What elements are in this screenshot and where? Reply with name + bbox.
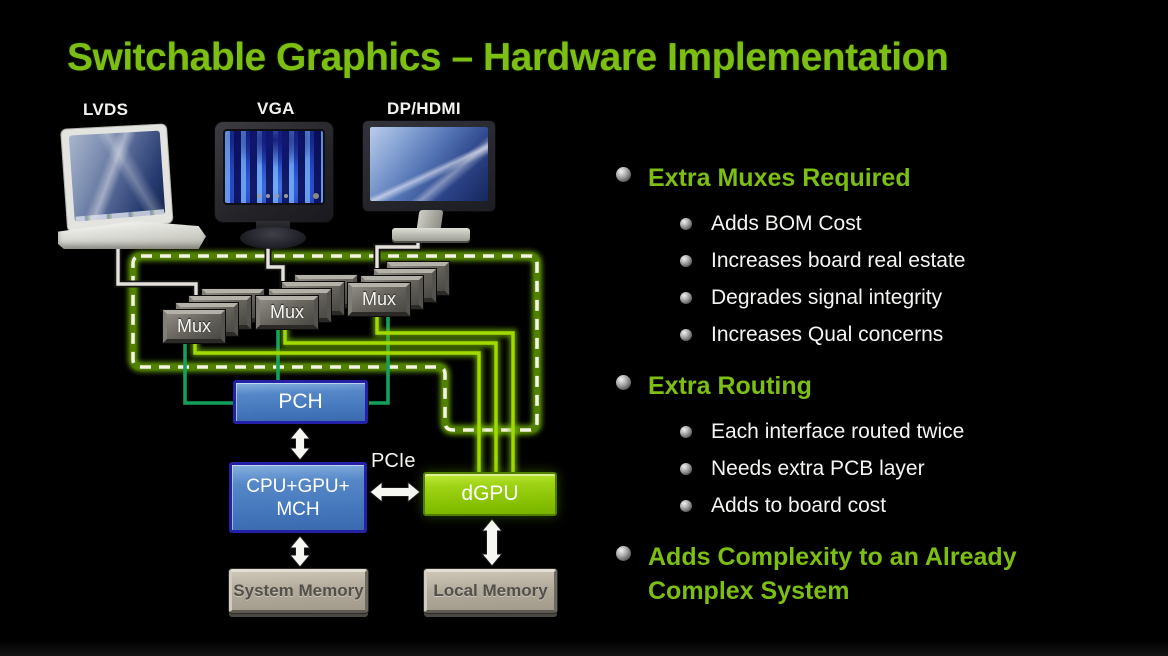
bullet-item: Each interface routed twice — [711, 420, 965, 443]
section-extra-routing: Extra Routing Each interface routed twic… — [616, 369, 1086, 518]
system-memory-box: System Memory — [229, 569, 368, 613]
bullet-panel: Extra Muxes Required Adds BOM Cost Incre… — [616, 161, 1086, 630]
section-title: Adds Complexity to an Already Complex Sy… — [648, 543, 1017, 605]
green-line-mux3-dgpu — [375, 308, 515, 474]
lcd-stand — [416, 210, 444, 230]
lcd-screen — [370, 127, 488, 201]
crt-shell — [214, 121, 334, 223]
mux-label: Mux — [361, 289, 396, 309]
mux-label: Mux — [269, 302, 304, 322]
section-title: Extra Muxes Required — [648, 164, 911, 192]
cpu-box-line1: CPU+GPU+ — [246, 475, 350, 497]
crt-base — [240, 227, 306, 249]
mux-box-front: Mux — [256, 296, 318, 329]
section-title: Extra Routing — [648, 372, 812, 400]
display-cable-vga — [266, 236, 285, 292]
local-memory-box: Local Memory — [424, 569, 557, 613]
page-title: Switchable Graphics – Hardware Implement… — [67, 36, 949, 79]
display-label-vga: VGA — [257, 99, 295, 118]
bullet-sphere-icon — [680, 218, 692, 230]
bullet-sphere-icon — [616, 375, 631, 390]
crt-power-button — [313, 193, 319, 199]
display-label-dp-hdmi: DP/HDMI — [387, 99, 461, 118]
arrow-cpu-dgpu-pcie — [369, 480, 421, 504]
crt-screen — [223, 129, 325, 205]
arrow-cpu-system-memory — [288, 535, 312, 568]
bullet-item: Increases Qual concerns — [711, 323, 944, 346]
crt-neck — [256, 221, 290, 232]
cpu-box-line2: MCH — [276, 498, 320, 520]
bullet-item: Adds to board cost — [711, 494, 887, 517]
arrow-dgpu-local-memory — [480, 518, 504, 567]
display-label-lvds: LVDS — [83, 100, 129, 119]
laptop-lid — [60, 123, 174, 233]
teal-line-mux1-pch — [183, 336, 233, 405]
display-cable-lvds — [116, 240, 198, 306]
crt-monitor-image — [214, 121, 336, 259]
mux-stack-1: Mux — [163, 289, 265, 344]
pcie-label: PCIe — [371, 450, 416, 472]
green-line-mux2-dgpu — [283, 322, 498, 474]
mux-box-front: Mux — [163, 310, 225, 343]
mux-label: Mux — [176, 316, 211, 336]
dgpu-box: dGPU — [423, 472, 557, 516]
laptop-image — [58, 123, 208, 256]
mux-box-front: Mux — [348, 283, 410, 316]
mux-stack-3: Mux — [348, 262, 450, 317]
bullet-item: Adds BOM Cost — [711, 212, 862, 235]
bullet-item: Degrades signal integrity — [711, 286, 943, 309]
bullet-sphere-icon — [616, 546, 631, 561]
section-extra-muxes: Extra Muxes Required Adds BOM Cost Incre… — [616, 161, 1086, 347]
arrow-pch-cpu — [288, 426, 312, 461]
pch-box: PCH — [233, 380, 368, 424]
bullet-sphere-icon — [680, 255, 692, 267]
dashed-mux-boundary — [128, 251, 542, 435]
bullet-sphere-icon — [616, 167, 631, 182]
green-line-mux1-dgpu — [193, 336, 481, 474]
cpu-gpu-mch-box: CPU+GPU+ MCH — [229, 462, 367, 533]
lcd-bezel — [362, 120, 496, 212]
lcd-monitor-image — [362, 120, 496, 246]
bullet-item: Needs extra PCB layer — [711, 457, 925, 480]
crt-buttons — [257, 194, 288, 198]
lcd-base — [392, 228, 470, 241]
bullet-sphere-icon — [680, 329, 692, 341]
bullet-sphere-icon — [680, 426, 692, 438]
laptop-screen — [68, 130, 166, 222]
bullet-sphere-icon — [680, 463, 692, 475]
section-adds-complexity: Adds Complexity to an Already Complex Sy… — [616, 540, 1086, 608]
bullet-sphere-icon — [680, 500, 692, 512]
bullet-item: Increases board real estate — [711, 249, 966, 272]
mux-stack-2: Mux — [256, 275, 358, 330]
bullet-sphere-icon — [680, 292, 692, 304]
